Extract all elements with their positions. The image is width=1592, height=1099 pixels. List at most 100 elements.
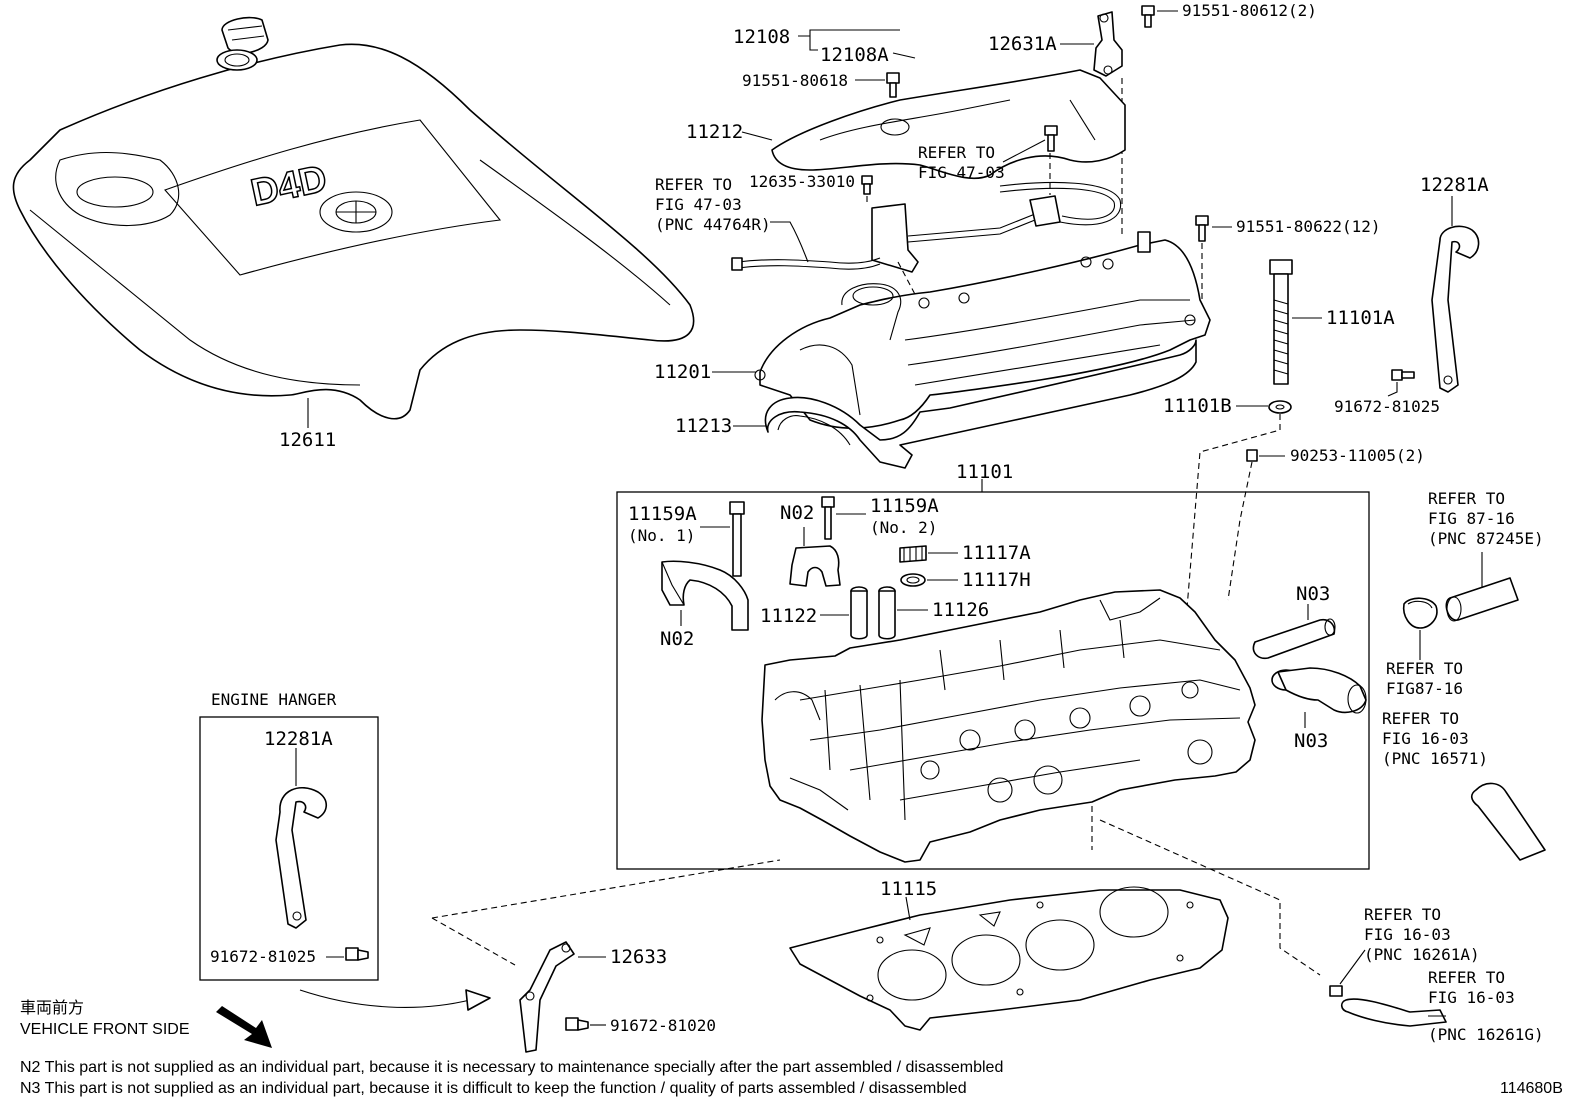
part-label-91672-81025-box[interactable]: 91672-81025	[210, 947, 316, 966]
bolt-91672-81020[interactable]	[565, 1017, 589, 1031]
part-label-11201[interactable]: 11201	[654, 361, 711, 383]
guide-11122[interactable]	[850, 586, 868, 640]
part-label-12631A[interactable]: 12631A	[988, 33, 1057, 55]
engine-hanger-title: ENGINE HANGER	[211, 690, 337, 709]
refer-fig-47-03-a-line3[interactable]: (PNC 44764R)	[655, 215, 771, 234]
part-label-11101A[interactable]: 11101A	[1326, 307, 1395, 329]
bolt-12635-33010[interactable]	[861, 175, 873, 195]
oil-filler-cap-gasket[interactable]	[216, 49, 258, 71]
part-label-91551-80622[interactable]: 91551-80622(12)	[1236, 217, 1381, 236]
refer-fig-16-03-c-line1[interactable]: REFER TO	[1428, 968, 1505, 987]
cylinder-head[interactable]	[761, 589, 1256, 863]
refer-fig-87-16-b-line1[interactable]: REFER TO	[1386, 659, 1463, 678]
part-label-11117A[interactable]: 11117A	[962, 542, 1031, 564]
part-label-11122[interactable]: 11122	[760, 605, 817, 627]
refer-fig-87-16-a-line2[interactable]: FIG 87-16	[1428, 509, 1515, 528]
refer-fig-16-03-c-line2[interactable]: FIG 16-03	[1428, 988, 1515, 1007]
refer-fig-87-16-a-line3[interactable]: (PNC 87245E)	[1428, 529, 1544, 548]
part-label-n02-b[interactable]: N02	[780, 502, 814, 524]
part-label-91551-80618[interactable]: 91551-80618	[742, 71, 848, 90]
refer-fig-47-03-b-line2[interactable]: FIG 47-03	[918, 163, 1005, 182]
engine-hanger-detail[interactable]	[275, 787, 328, 929]
part-label-11117H[interactable]: 11117H	[962, 569, 1031, 591]
cylinder-head-cover-gasket[interactable]	[764, 339, 1197, 469]
refer-fig-16-03-b-line2[interactable]: FIG 16-03	[1364, 925, 1451, 944]
part-label-12108[interactable]: 12108	[733, 26, 790, 48]
bolt-91672-81025-top[interactable]	[1391, 369, 1415, 381]
gasket-11117H[interactable]	[900, 573, 926, 587]
cylinder-head-cover[interactable]	[754, 231, 1211, 430]
note-n2: N2 This part is not supplied as an indiv…	[20, 1059, 1003, 1076]
part-label-11212[interactable]: 11212	[686, 121, 743, 143]
bolt-91551-80618[interactable]	[886, 72, 900, 98]
part-label-11159A-no2-sub[interactable]: (No. 2)	[870, 518, 937, 537]
refer-fig-16-03-a-line3[interactable]: (PNC 16571)	[1382, 749, 1488, 768]
hose-clamp-16261A[interactable]	[1329, 985, 1343, 997]
refer-fig-16-03-c-line3[interactable]: (PNC 16261G)	[1428, 1025, 1544, 1044]
toyota-emblem-icon	[319, 191, 393, 233]
part-label-11159A-no1[interactable]: 11159A	[628, 503, 697, 525]
part-label-n03-b[interactable]: N03	[1294, 730, 1328, 752]
bolt-refer-47-03[interactable]	[1044, 125, 1058, 152]
part-label-n03-a[interactable]: N03	[1296, 583, 1330, 605]
part-label-11101[interactable]: 11101	[956, 461, 1013, 483]
bolt-91672-81025-box[interactable]	[345, 947, 369, 961]
hose-16261G[interactable]	[1340, 998, 1447, 1027]
cylinder-head-gasket[interactable]	[789, 886, 1229, 1031]
hose-refer-16-03-16571[interactable]	[1470, 782, 1546, 861]
head-bolt-11101A[interactable]	[1269, 259, 1293, 385]
refer-fig-47-03-b-line1[interactable]: REFER TO	[918, 143, 995, 162]
part-label-11115[interactable]: 11115	[880, 878, 937, 900]
part-label-11159A-no1-sub[interactable]: (No. 1)	[628, 526, 695, 545]
vehicle-front-jp: 車両前方	[20, 999, 84, 1017]
refer-fig-16-03-a-line2[interactable]: FIG 16-03	[1382, 729, 1469, 748]
part-label-11213[interactable]: 11213	[675, 415, 732, 437]
part-label-12633[interactable]: 12633	[610, 946, 667, 968]
refer-fig-16-03-b-line1[interactable]: REFER TO	[1364, 905, 1441, 924]
plug-90253-11005[interactable]	[1246, 449, 1258, 462]
part-label-91672-81025-top[interactable]: 91672-81025	[1334, 397, 1440, 416]
part-label-12635-33010[interactable]: 12635-33010	[749, 172, 855, 191]
plug-11117A[interactable]	[899, 545, 927, 563]
hose-clamp[interactable]	[1402, 597, 1438, 629]
part-label-11159A-no2[interactable]: 11159A	[870, 495, 939, 517]
bearing-cap-bolt-no1[interactable]	[729, 501, 745, 577]
breather-hose-assembly[interactable]	[731, 181, 1122, 273]
part-label-12108A[interactable]: 12108A	[820, 44, 889, 66]
part-label-91551-80612[interactable]: 91551-80612(2)	[1182, 1, 1317, 20]
refer-fig-87-16-a-line1[interactable]: REFER TO	[1428, 489, 1505, 508]
part-label-90253-11005[interactable]: 90253-11005(2)	[1290, 446, 1425, 465]
part-label-11101B[interactable]: 11101B	[1163, 395, 1232, 417]
engine-cover[interactable]: D4D	[12, 43, 695, 420]
cylinder-head-cover-upper[interactable]	[771, 69, 1126, 180]
oil-filler-cap[interactable]	[221, 16, 269, 54]
direction-curve-arrowhead	[465, 989, 491, 1011]
bolt-91551-80612[interactable]	[1141, 5, 1155, 28]
bracket-12631A[interactable]	[1093, 11, 1123, 77]
camshaft-bearing-cap-no2[interactable]	[789, 545, 841, 587]
part-label-12611[interactable]: 12611	[279, 429, 336, 451]
direction-curve-arrow	[299, 989, 471, 1008]
cylinder-head-subassembly-box	[616, 491, 1370, 870]
engine-hanger-top[interactable]	[1431, 225, 1480, 393]
engine-hanger-rear[interactable]	[519, 941, 575, 1053]
refer-fig-16-03-a-line1[interactable]: REFER TO	[1382, 709, 1459, 728]
camshaft-bearing-cap-no1[interactable]	[661, 560, 749, 631]
bolt-91551-80622[interactable]	[1195, 215, 1209, 242]
refer-fig-47-03-a-line2[interactable]: FIG 47-03	[655, 195, 742, 214]
refer-fig-87-16-b-line2[interactable]: FIG87-16	[1386, 679, 1463, 698]
refer-fig-47-03-a-line1[interactable]: REFER TO	[655, 175, 732, 194]
part-label-n02-a[interactable]: N02	[660, 628, 694, 650]
refer-fig-16-03-b-line3[interactable]: (PNC 16261A)	[1364, 945, 1480, 964]
washer-11101B[interactable]	[1268, 400, 1292, 414]
part-label-11126[interactable]: 11126	[932, 599, 989, 621]
water-pipe-n03-lower[interactable]	[1271, 667, 1367, 714]
bearing-cap-bolt-no2[interactable]	[821, 496, 835, 540]
guide-11126[interactable]	[878, 586, 896, 640]
part-label-91672-81020[interactable]: 91672-81020	[610, 1016, 716, 1035]
hose-refer-87-16[interactable]	[1445, 577, 1519, 622]
water-pipe-n03-upper[interactable]	[1252, 618, 1336, 660]
part-label-12281A-box[interactable]: 12281A	[264, 728, 333, 750]
part-label-12281A-top[interactable]: 12281A	[1420, 174, 1489, 196]
